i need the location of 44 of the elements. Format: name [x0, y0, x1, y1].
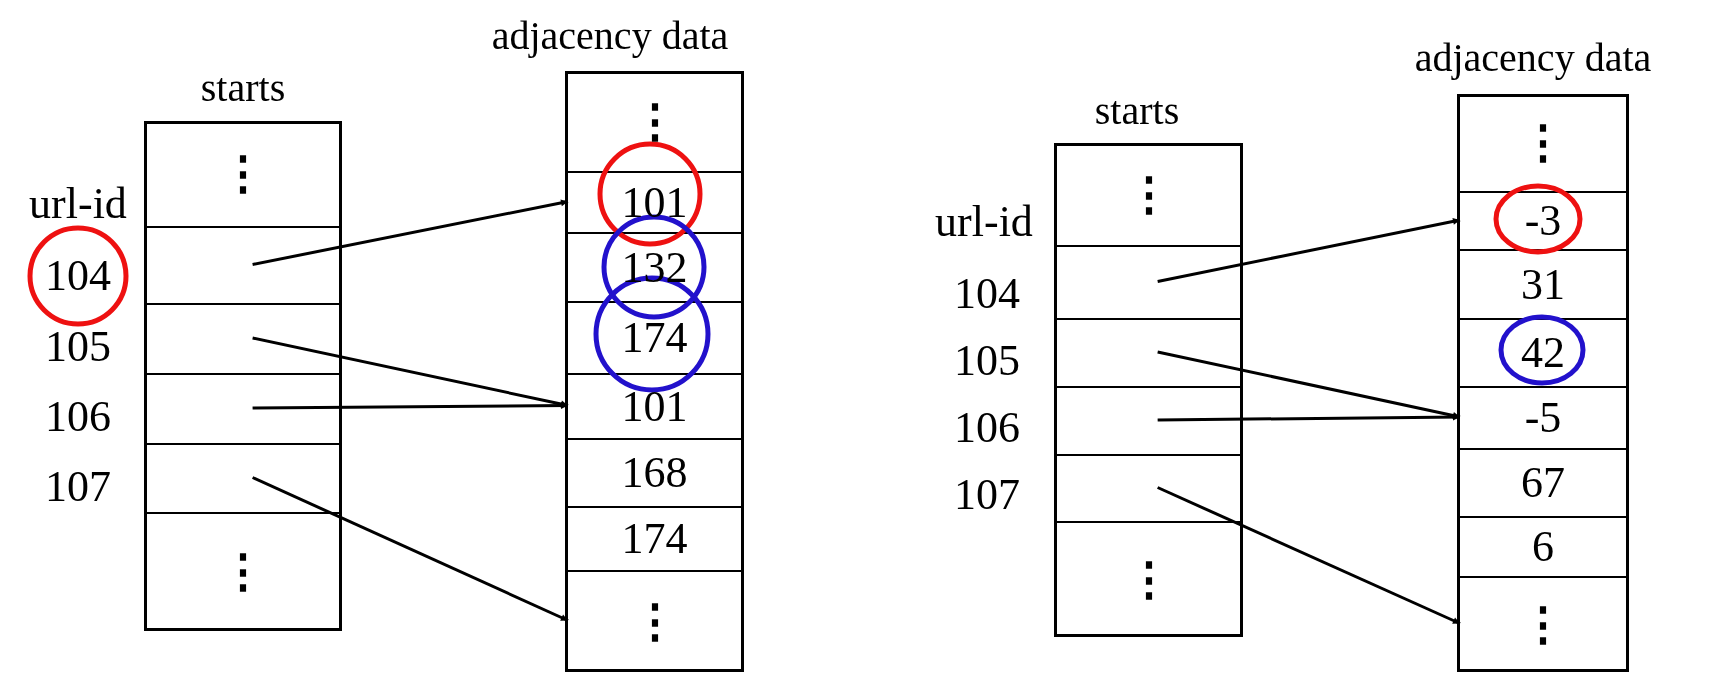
arrow	[1157, 413, 1460, 422]
arrow	[1157, 486, 1461, 625]
cell-value: 174	[621, 517, 688, 561]
ellipsis-mark: ⋮	[631, 598, 678, 645]
cell-value: -3	[1524, 199, 1562, 243]
arrow	[251, 476, 569, 622]
url-id-label: 106	[954, 406, 1020, 450]
axis-caption: url-id	[935, 200, 1033, 244]
array-heading: adjacency data	[1414, 38, 1652, 78]
url-id-label: 107	[45, 465, 111, 509]
ellipsis-mark: ⋮	[1520, 120, 1566, 166]
url-id-label: 104	[45, 254, 111, 298]
cell-value: 6	[1532, 525, 1554, 569]
ellipsis-mark: ⋮	[1520, 601, 1566, 648]
ellipsis-mark: ⋮	[631, 98, 678, 145]
ellipsis-mark: ⋮	[220, 549, 266, 595]
array-box	[144, 121, 342, 631]
arrow	[252, 199, 569, 266]
cell-value: -5	[1524, 396, 1562, 440]
cell-value: 31	[1521, 262, 1565, 307]
ellipsis-mark: ⋮	[220, 151, 266, 197]
cell-value: 67	[1521, 461, 1565, 505]
url-id-label: 106	[45, 395, 111, 439]
cell-value: 101	[621, 384, 688, 429]
ellipsis-mark: ⋮	[1125, 556, 1172, 603]
url-id-label: 105	[45, 325, 111, 369]
array-heading: starts	[200, 68, 286, 108]
url-id-label: 104	[954, 272, 1020, 316]
cell-value: 174	[621, 316, 688, 360]
array-heading: starts	[1094, 91, 1180, 131]
axis-caption: url-id	[29, 182, 127, 226]
url-id-label: 107	[954, 473, 1020, 517]
array-heading: adjacency data	[491, 16, 729, 56]
cell-value: 168	[621, 451, 688, 495]
url-id-label: 105	[954, 339, 1020, 383]
array-box	[1054, 143, 1243, 637]
array-box	[1457, 94, 1629, 672]
arrow	[1157, 350, 1461, 419]
array-box	[565, 71, 744, 672]
ellipsis-mark: ⋮	[1125, 171, 1172, 218]
cell-value: 101	[621, 180, 688, 225]
cell-value: 42	[1521, 331, 1565, 375]
arrow	[1157, 217, 1461, 283]
arrow	[252, 402, 568, 410]
